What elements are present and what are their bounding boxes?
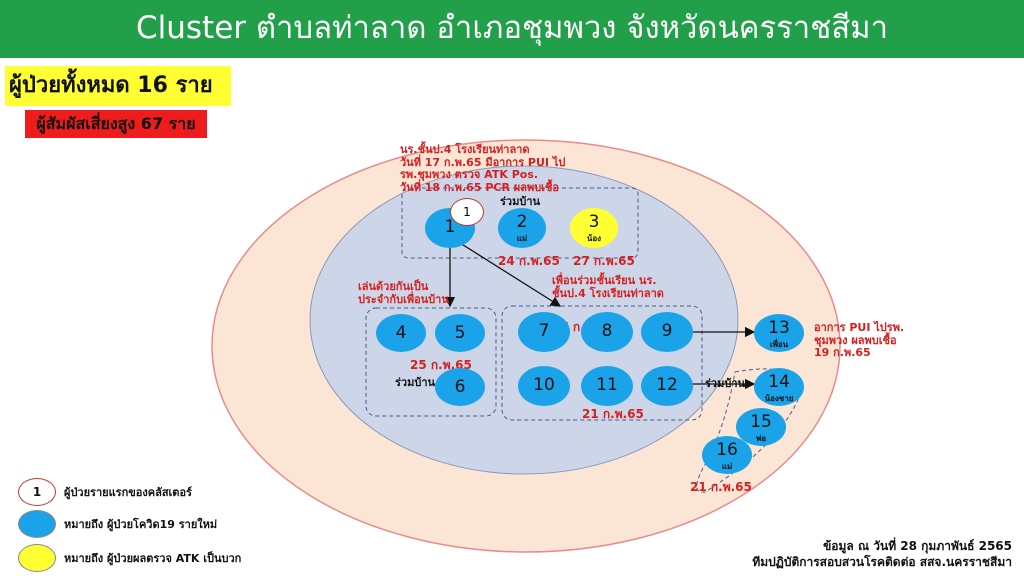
case-number: 14: [768, 372, 790, 392]
case-number: 11: [596, 375, 618, 395]
index-note-line1: นร.ชั้นป.4 โรงเรียนท่าลาด: [400, 143, 530, 156]
date-case10-12: 21 ก.พ.65: [582, 407, 644, 421]
case-node-2: 2 แม่: [498, 208, 546, 248]
legend-text: ผู้ป่วยรายแรกของคลัสเตอร์: [64, 486, 192, 499]
neighbor-group: [365, 307, 497, 417]
page-title: Cluster ตำบลท่าลาด อำเภอชุมพวง จังหวัดนค…: [0, 0, 1024, 58]
case-relation: แม่: [721, 462, 733, 471]
case-node-15: 15 พ่อ: [736, 408, 786, 446]
case-node-7: 7: [518, 312, 570, 352]
case-number: 5: [454, 323, 466, 343]
index-note-line3: รพ.ชุมพวง ตรวจ ATK Pos.: [400, 168, 539, 182]
case-node-6: 6: [435, 368, 485, 406]
case-number: 8: [601, 321, 613, 341]
play-group-label: เล่นด้วยกันเป็น ประจำกับเพื่อนบ้าน: [358, 280, 449, 306]
case13-line2: ชุมพวง ผลพบเชื้อ: [814, 333, 897, 347]
case-number: 1: [444, 217, 456, 237]
date-case2: 24 ก.พ.65: [498, 254, 560, 268]
index-note-line2: วันที่ 17 ก.พ.65 มีอาการ PUI ไป: [400, 155, 566, 169]
footer-source: ข้อมูล ณ วันที่ 28 กุมภาพันธ์ 2565 ทีมปฏ…: [752, 538, 1012, 570]
legend-symbol: [18, 510, 56, 538]
index-case-marker: 1: [450, 198, 484, 226]
classmate-label: เพื่อนร่วมชั้นเรียน นร. ชั้นป.4 โรงเรียน…: [552, 274, 664, 300]
footer-date: ข้อมูล ณ วันที่ 28 กุมภาพันธ์ 2565: [823, 538, 1012, 553]
legend-item: หมายถึง ผู้ป่วยผลตรวจ ATK เป็นบวก: [18, 544, 241, 572]
case-node-10: 10: [518, 366, 570, 406]
classmate-group: [501, 305, 703, 421]
classmate-line1: เพื่อนร่วมชั้นเรียน นร.: [552, 274, 657, 287]
case-node-16: 16 แม่: [702, 436, 752, 474]
index-note-line4: วันที่ 18 ก.พ.65 PCR ผลพบเชื้อ: [400, 180, 560, 194]
date-case16: 21 ก.พ.65: [690, 480, 752, 494]
case-node-14: 14 น้องชาย: [754, 368, 804, 406]
case-number: 7: [538, 321, 550, 341]
household-group-right: [696, 368, 801, 493]
case-node-13: 13 เพื่อน: [754, 314, 804, 352]
case-relation: น้อง: [586, 234, 602, 243]
case-node-4: 4: [376, 314, 426, 352]
case13-line3: 19 ก.พ.65: [814, 346, 871, 360]
play-group-line1: เล่นด้วยกันเป็น: [358, 280, 429, 293]
case13-note: อาการ PUI ไปรพ. ชุมพวง ผลพบเชื้อ 19 ก.พ.…: [814, 321, 905, 360]
case-number: 4: [395, 323, 407, 343]
legend-symbol: 1: [18, 478, 56, 506]
case-node-8: 8: [581, 312, 633, 352]
case-relation: พ่อ: [755, 434, 767, 443]
case-number: 13: [768, 318, 790, 338]
legend-item: หมายถึง ผู้ป่วยโควิด19 รายใหม่: [18, 510, 217, 538]
classmate-line2: ชั้นป.4 โรงเรียนท่าลาด: [552, 286, 664, 300]
footer-team: ทีมปฏิบัติการสอบสวนโรคติดต่อ สสจ.นครราชส…: [752, 554, 1012, 569]
legend-symbol: [18, 544, 56, 572]
date-case3: 27 ก.พ.65: [573, 254, 635, 268]
case-node-11: 11: [581, 366, 633, 406]
case-number: 9: [661, 321, 673, 341]
case-node-5: 5: [435, 314, 485, 352]
legend-item: 1 ผู้ป่วยรายแรกของคลัสเตอร์: [18, 478, 192, 506]
case-relation: แม่: [516, 234, 528, 243]
play-group-line2: ประจำกับเพื่อนบ้าน: [358, 292, 449, 306]
case-number: 3: [588, 212, 600, 232]
legend-text: หมายถึง ผู้ป่วยโควิด19 รายใหม่: [64, 518, 218, 531]
case-number: 2: [516, 212, 528, 232]
household-label-right: ร่วมบ้าน: [705, 377, 746, 390]
case-node-3: 3 น้อง: [570, 208, 618, 248]
case-number: 16: [716, 440, 738, 460]
legend-text: หมายถึง ผู้ป่วยผลตรวจ ATK เป็นบวก: [64, 552, 242, 565]
household-group-top: [401, 187, 639, 259]
household-label-mid: ร่วมบ้าน: [395, 376, 436, 389]
household-label-top: ร่วมบ้าน: [500, 195, 541, 208]
case-node-9: 9: [641, 312, 693, 352]
case-number: 12: [656, 375, 678, 395]
case-relation: น้องชาย: [764, 394, 794, 403]
total-patients-badge: ผู้ป่วยทั้งหมด 16 ราย: [5, 66, 231, 106]
case-number: 6: [454, 377, 466, 397]
high-risk-contacts-badge: ผู้สัมผัสเสี่ยงสูง 67 ราย: [25, 110, 207, 138]
case-node-12: 12: [641, 366, 693, 406]
case-number: 10: [533, 375, 555, 395]
arrow-1-to-classmates: [459, 242, 562, 307]
case13-line1: อาการ PUI ไปรพ.: [814, 321, 905, 334]
index-case-note: นร.ชั้นป.4 โรงเรียนท่าลาด วันที่ 17 ก.พ.…: [400, 143, 566, 195]
case-relation: เพื่อน: [769, 340, 789, 349]
case-number: 15: [750, 412, 772, 432]
